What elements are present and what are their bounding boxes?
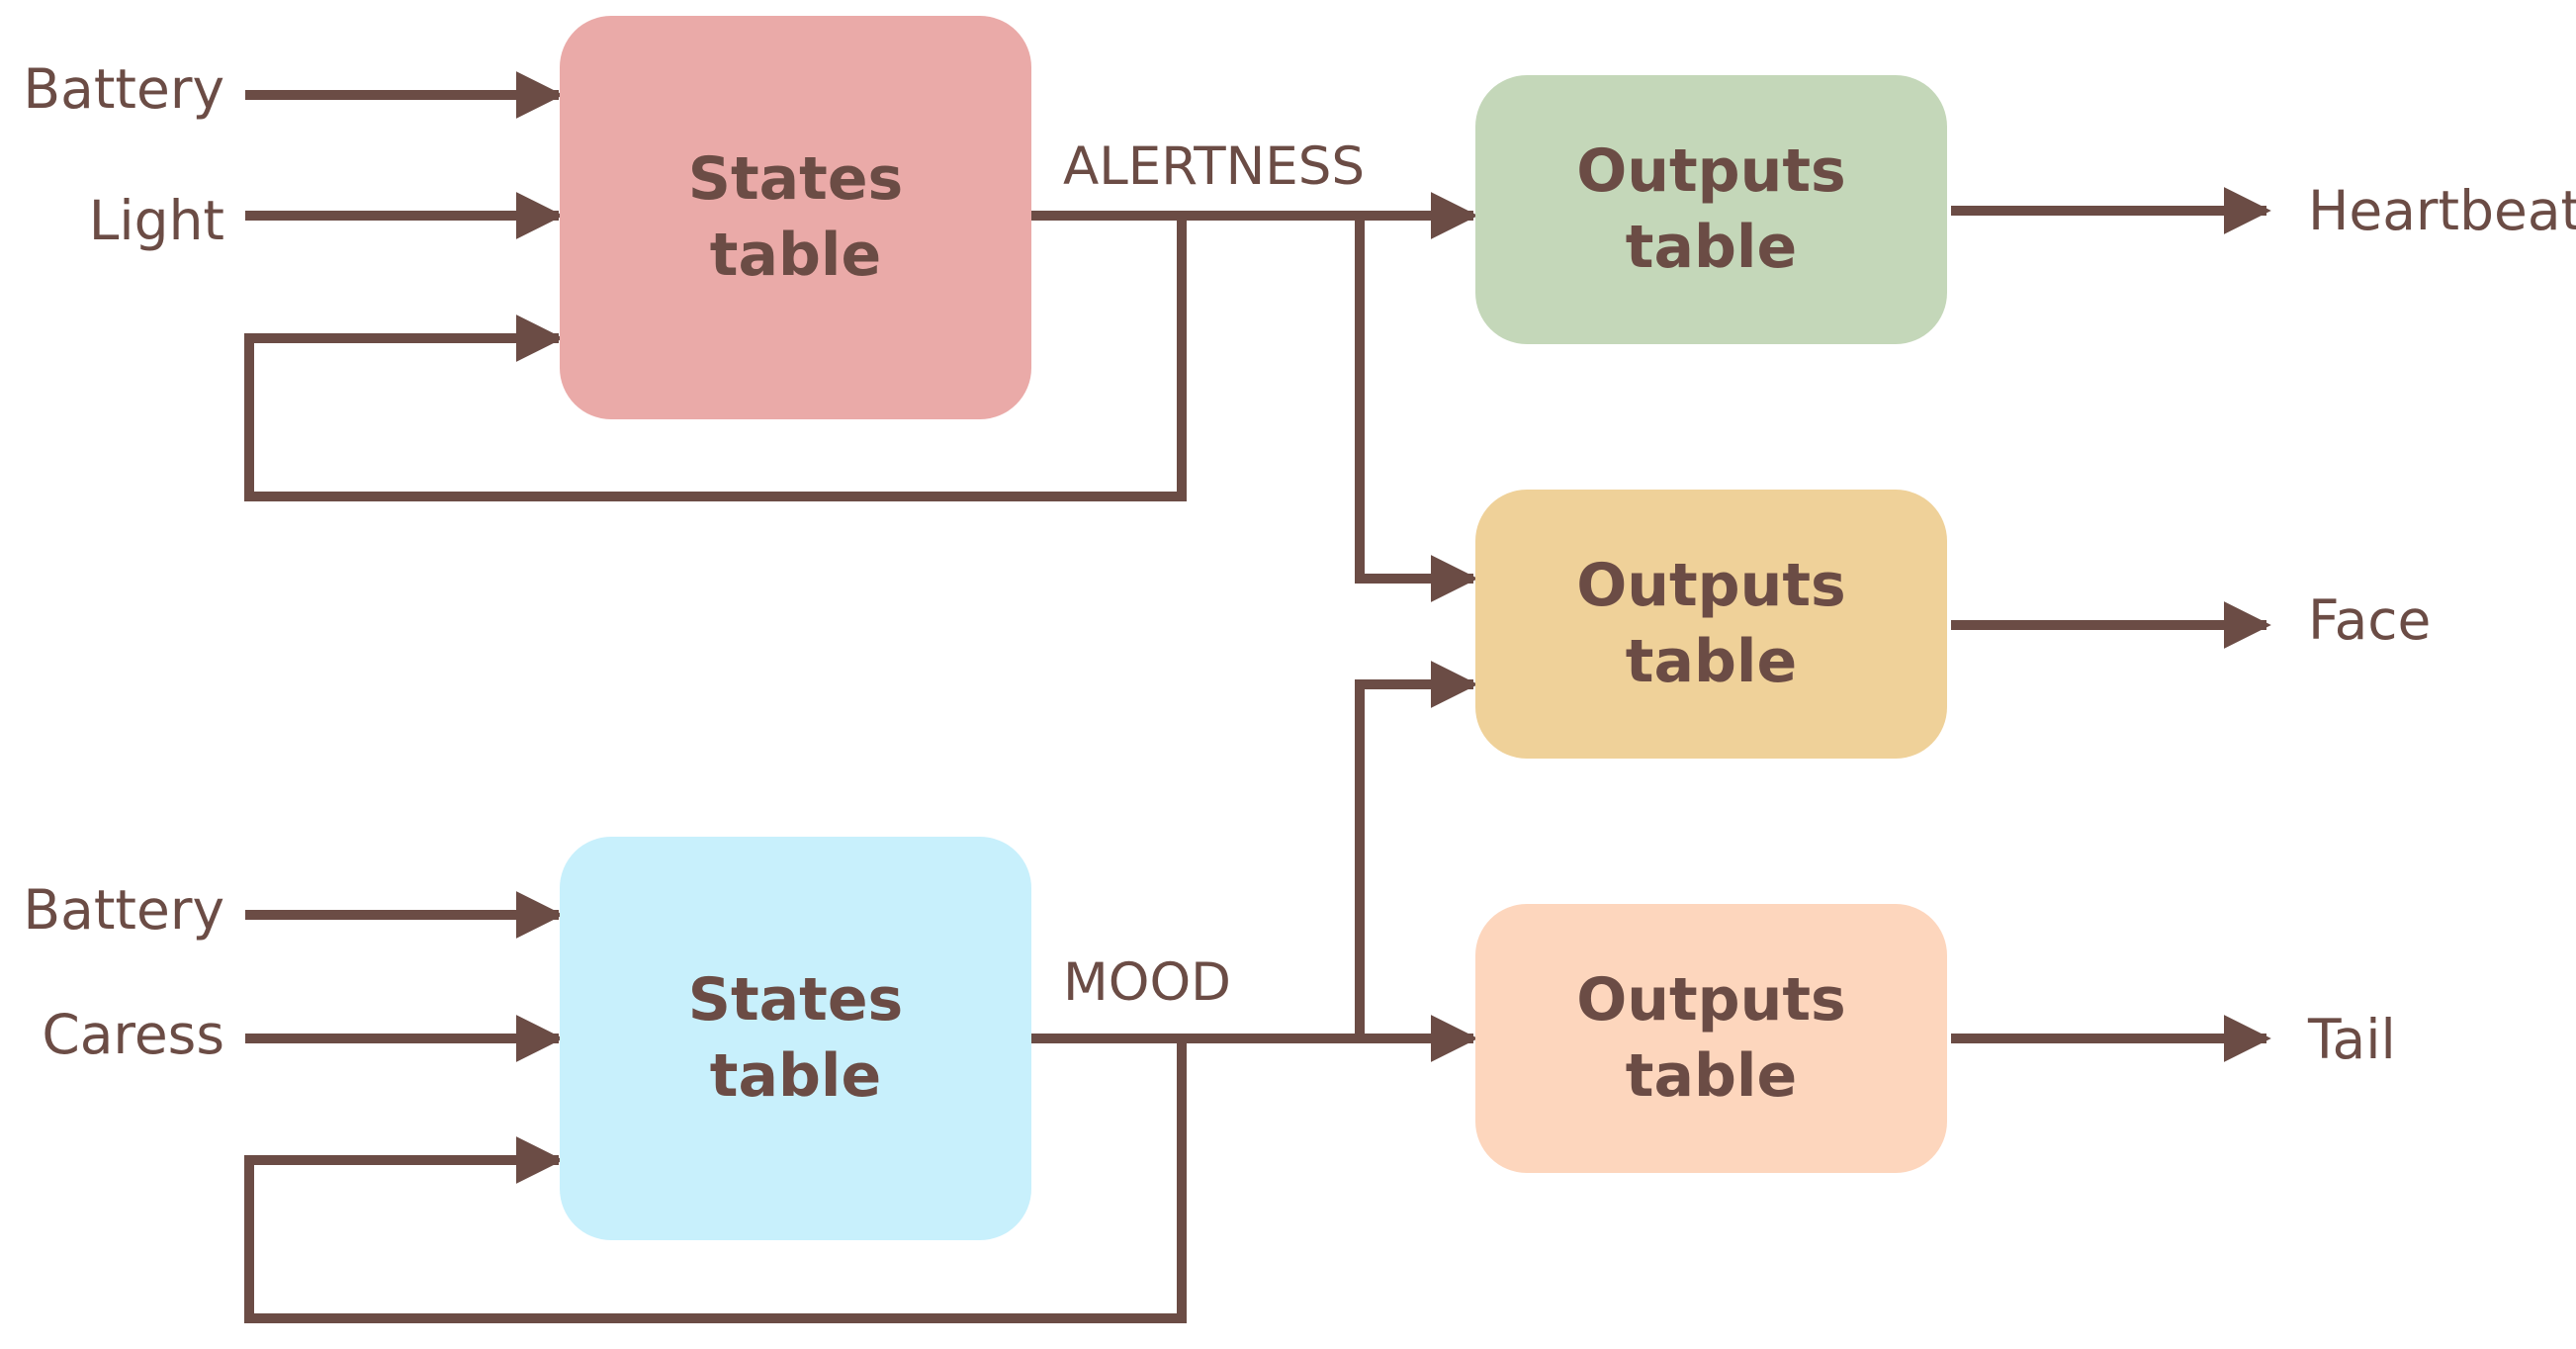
output-label-face: Face bbox=[2308, 588, 2432, 652]
alertness-to-face-arrow bbox=[1355, 216, 1478, 603]
node-label-line1: Outputs bbox=[1576, 965, 1846, 1034]
input-label-battery-bottom: Battery bbox=[23, 878, 224, 942]
signal-label-alertness: ALERTNESS bbox=[1063, 136, 1366, 197]
mood-feedback-loop bbox=[244, 1038, 1187, 1323]
node-label-line2: table bbox=[709, 221, 882, 290]
node-label-line1: Outputs bbox=[1576, 136, 1846, 206]
node-label-line2: table bbox=[1625, 1041, 1798, 1111]
states-table-mood: States table bbox=[560, 837, 1031, 1240]
input-label-light: Light bbox=[88, 189, 224, 252]
outputs-table-tail: Outputs table bbox=[1475, 904, 1947, 1173]
outputs-table-heartbeat: Outputs table bbox=[1475, 75, 1947, 344]
node-label-line2: table bbox=[1625, 213, 1798, 282]
outputs-table-face: Outputs table bbox=[1475, 490, 1947, 759]
node-label-line1: States bbox=[687, 144, 904, 214]
node-label-line2: table bbox=[709, 1041, 882, 1111]
input-label-battery-top: Battery bbox=[23, 57, 224, 121]
states-table-alertness: States table bbox=[560, 16, 1031, 419]
output-label-tail: Tail bbox=[2308, 1008, 2396, 1071]
mood-to-face-arrow bbox=[1355, 660, 1478, 1038]
input-label-caress: Caress bbox=[42, 1003, 224, 1066]
signal-label-mood: MOOD bbox=[1063, 952, 1231, 1013]
node-label-line1: Outputs bbox=[1576, 551, 1846, 620]
node-label-line2: table bbox=[1625, 627, 1798, 696]
output-label-heartbeat: Heartbeat bbox=[2308, 179, 2576, 242]
alertness-feedback-loop bbox=[244, 216, 1187, 501]
node-label-line1: States bbox=[687, 965, 904, 1034]
